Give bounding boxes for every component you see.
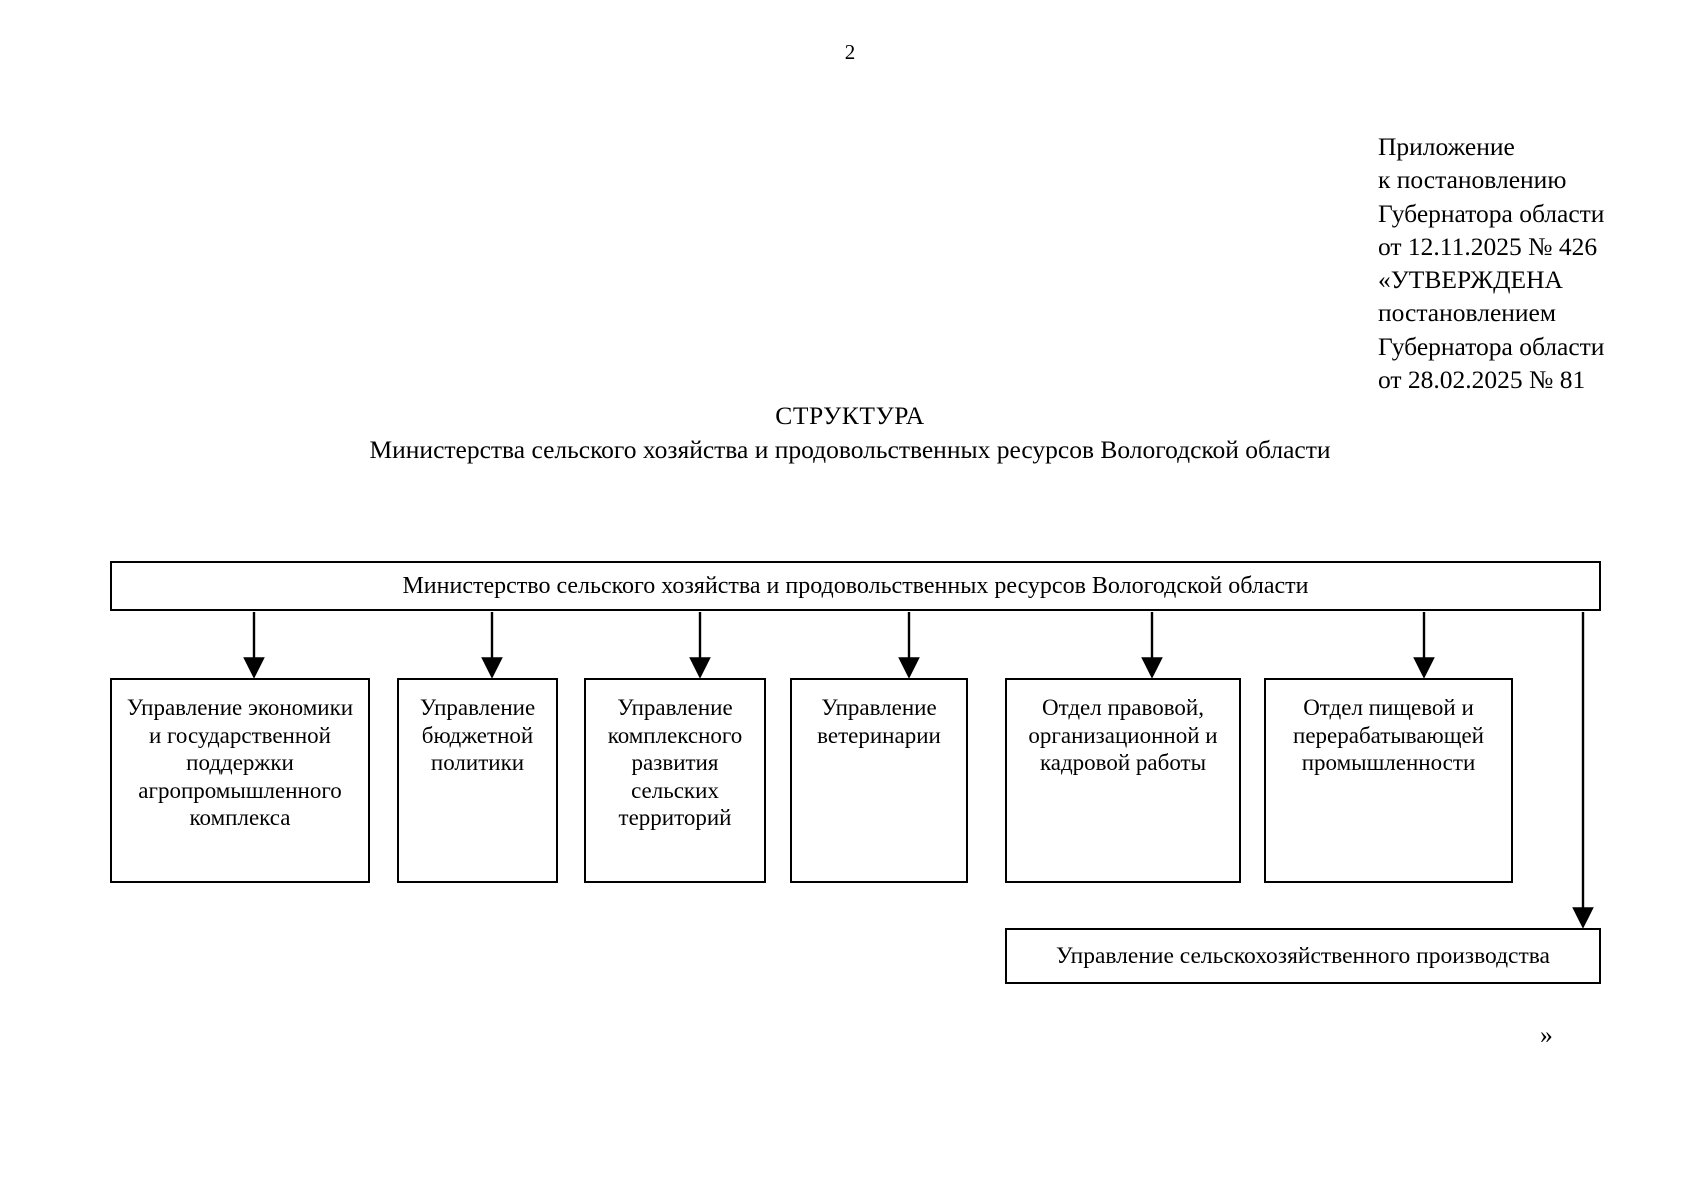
node-dept-rural[interactable]: Управление комплексного развития сельски… — [584, 678, 766, 883]
appendix-line-3: Губернатора области — [1378, 198, 1605, 228]
appendix-line-4: от 12.11.2025 № 426 — [1378, 231, 1598, 261]
node-dept-legal[interactable]: Отдел правовой, организационной и кадров… — [1005, 678, 1241, 883]
appendix-line-1: Приложение — [1378, 132, 1515, 161]
node-dept-legal-label: Отдел правовой, организационной и кадров… — [1028, 695, 1218, 776]
node-dept-economics-label: Управление экономики и государственной п… — [126, 695, 354, 831]
page-title: СТРУКТУРА — [775, 401, 925, 430]
page-subtitle: Министерства сельского хозяйства и продо… — [369, 435, 1331, 464]
node-dept-economics[interactable]: Управление экономики и государственной п… — [110, 678, 370, 883]
node-dept-food[interactable]: Отдел пищевой и перерабатывающей промышл… — [1264, 678, 1513, 883]
appendix-reference-block: Приложение к постановлению Губернатора о… — [1378, 130, 1698, 396]
appendix-line-8: от 28.02.2025 № 81 — [1378, 364, 1586, 394]
appendix-line-7: Губернатора области — [1378, 331, 1605, 361]
node-ministry[interactable]: Министерство сельского хозяйства и продо… — [110, 561, 1601, 611]
page-number: 2 — [844, 40, 856, 64]
node-ministry-label: Министерство сельского хозяйства и продо… — [402, 572, 1309, 599]
node-dept-budget-label: Управление бюджетной политики — [419, 695, 536, 776]
appendix-line-6: постановлением — [1378, 298, 1557, 328]
closing-quote-mark: » — [1540, 1020, 1553, 1049]
node-dept-budget[interactable]: Управление бюджетной политики — [397, 678, 558, 883]
node-dept-veterinary[interactable]: Управление ветеринарии — [790, 678, 968, 883]
node-dept-agroproduction[interactable]: Управление сельскохозяйственного произво… — [1005, 928, 1601, 984]
node-dept-food-label: Отдел пищевой и перерабатывающей промышл… — [1293, 695, 1484, 776]
appendix-line-5: «УТВЕРЖДЕНА — [1378, 265, 1563, 295]
appendix-line-2: к постановлению — [1378, 165, 1567, 195]
connector-group — [243, 612, 1594, 929]
node-dept-rural-label: Управление комплексного развития сельски… — [607, 695, 743, 831]
node-dept-agroproduction-label: Управление сельскохозяйственного произво… — [1056, 942, 1550, 969]
node-dept-veterinary-label: Управление ветеринарии — [817, 695, 941, 748]
